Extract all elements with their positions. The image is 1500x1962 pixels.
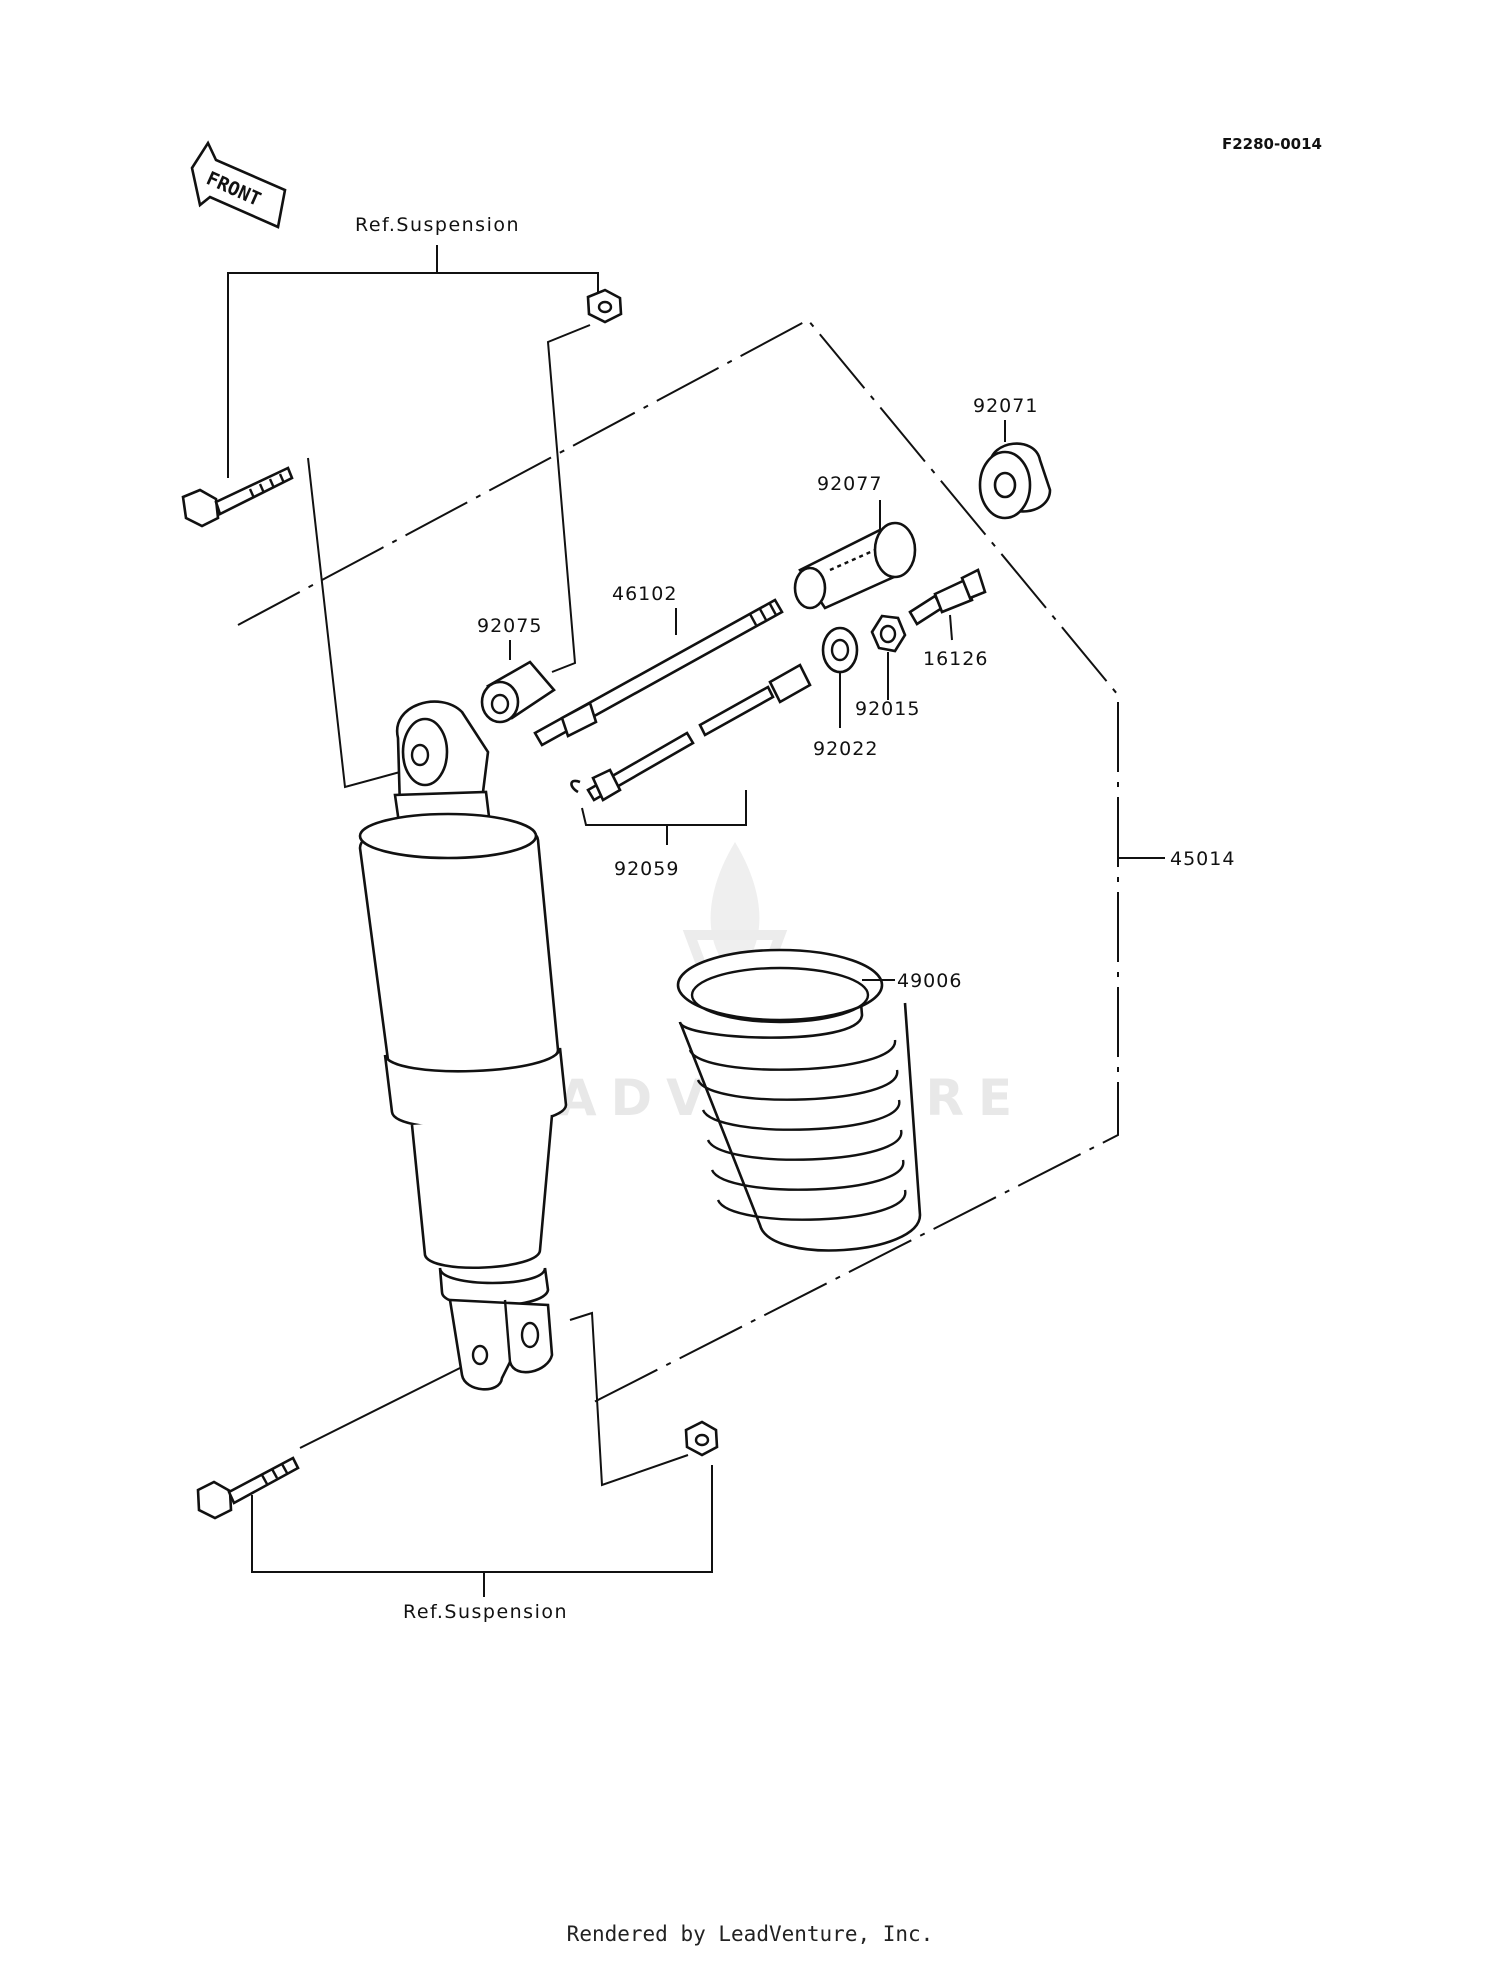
- footer-credit: Rendered by LeadVenture, Inc.: [566, 1922, 934, 1946]
- leader-top-nut: [546, 324, 591, 673]
- top-nut: [586, 288, 623, 324]
- label-92022: 92022: [813, 738, 878, 760]
- label-45014: 45014: [1170, 848, 1235, 870]
- leader-top-bolt: [307, 457, 401, 789]
- part-46102: [533, 598, 784, 747]
- leader-bottom-bolt: [299, 1366, 463, 1449]
- ref-bracket-bottom: [251, 1465, 713, 1597]
- part-92071: [978, 442, 1052, 520]
- bottom-nut: [684, 1420, 719, 1457]
- ref-suspension-bottom: Ref.Suspension: [403, 1601, 568, 1623]
- leader-16126: [949, 614, 953, 641]
- bottom-bolt: [196, 1456, 300, 1520]
- label-92059: 92059: [614, 858, 679, 880]
- leader-bottom-nut: [569, 1311, 689, 1487]
- diagram-code: F2280-0014: [1222, 135, 1322, 153]
- label-46102: 46102: [612, 583, 677, 605]
- part-92077: [793, 521, 917, 610]
- part-49006: [676, 948, 922, 1252]
- label-92075: 92075: [477, 615, 542, 637]
- label-16126: 16126: [923, 648, 988, 670]
- ref-bracket-top: [227, 245, 599, 478]
- label-92071: 92071: [973, 395, 1038, 417]
- part-92022: [821, 626, 859, 674]
- assembly-outline: [237, 318, 1165, 1404]
- part-92015: [870, 614, 907, 653]
- label-49006: 49006: [897, 970, 962, 992]
- label-92077: 92077: [817, 473, 882, 495]
- part-92075: [480, 660, 556, 724]
- part-16126: [908, 568, 987, 626]
- top-bolt: [181, 466, 294, 528]
- front-arrow-icon: FRONT: [190, 140, 287, 229]
- ref-suspension-top: Ref.Suspension: [355, 214, 520, 236]
- part-92059: [570, 663, 812, 802]
- shock-absorber: [358, 700, 568, 1391]
- label-92015: 92015: [855, 698, 920, 720]
